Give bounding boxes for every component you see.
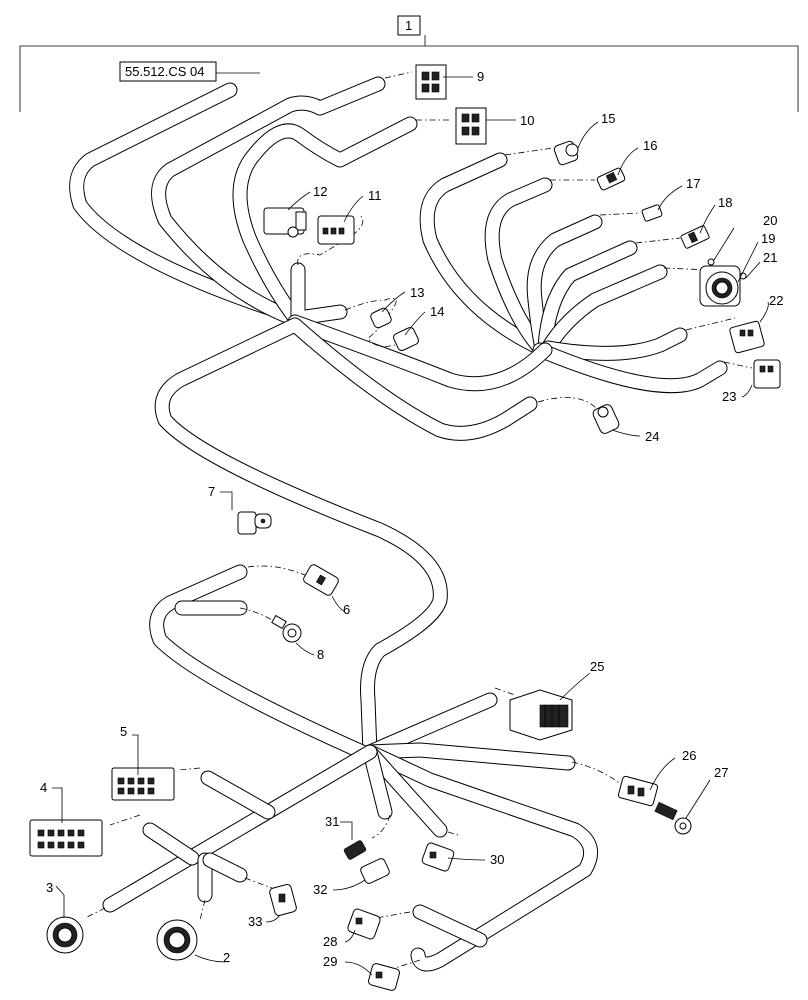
callout-16: 16 <box>643 138 657 153</box>
callout-12: 12 <box>313 184 327 199</box>
connector-13 <box>370 307 392 329</box>
leader-lines <box>52 76 769 976</box>
callout-18: 18 <box>718 195 732 210</box>
connector-3 <box>46 916 84 954</box>
callout-33: 33 <box>248 914 262 929</box>
connector-11 <box>317 215 355 245</box>
connector-30 <box>421 842 455 872</box>
connector-18 <box>680 225 710 249</box>
terminal-27 <box>654 801 692 835</box>
connector-9 <box>415 64 447 100</box>
connector-16 <box>596 167 626 191</box>
connector-2 <box>156 919 198 961</box>
connector-14 <box>393 327 419 351</box>
callout-8: 8 <box>317 647 324 662</box>
reference-label: 55.512.CS 04 <box>125 64 205 79</box>
callout-27: 27 <box>714 765 728 780</box>
assembly-bracket: 1 <box>19 15 799 112</box>
callout-25: 25 <box>590 659 604 674</box>
callout-28: 28 <box>323 934 337 949</box>
connection-lines <box>84 71 753 969</box>
connector-6 <box>303 564 339 596</box>
callout-21: 21 <box>763 250 777 265</box>
callout-6: 6 <box>343 602 350 617</box>
callout-9: 9 <box>477 69 484 84</box>
connector-22 <box>729 320 765 354</box>
connector-28 <box>347 908 381 940</box>
callout-31: 31 <box>325 814 339 829</box>
callout-3: 3 <box>46 880 53 895</box>
connector-17 <box>641 204 663 222</box>
harness-tubes <box>69 76 728 972</box>
callout-4: 4 <box>40 780 47 795</box>
connector-23 <box>753 359 781 389</box>
callout-17: 17 <box>686 176 700 191</box>
callout-14: 14 <box>430 304 444 319</box>
callout-1: 1 <box>405 18 412 33</box>
callout-26: 26 <box>682 748 696 763</box>
callout-20: 20 <box>763 213 777 228</box>
callout-23: 23 <box>722 389 736 404</box>
connector-4 <box>29 819 103 857</box>
connector-5 <box>111 767 175 801</box>
connectors <box>29 64 781 991</box>
callout-5: 5 <box>120 724 127 739</box>
connector-32 <box>360 858 390 884</box>
connector-33 <box>269 884 297 916</box>
bracket-7 <box>237 511 272 535</box>
callout-13: 13 <box>410 285 424 300</box>
callout-10: 10 <box>520 113 534 128</box>
callout-7: 7 <box>208 484 215 499</box>
callout-11: 11 <box>368 188 382 203</box>
connector-29 <box>368 963 400 991</box>
reference-box: 55.512.CS 04 <box>119 61 260 82</box>
callout-30: 30 <box>490 852 504 867</box>
callout-15: 15 <box>601 111 615 126</box>
connector-31 <box>343 840 367 860</box>
connector-26 <box>617 775 659 807</box>
callout-19: 19 <box>761 231 775 246</box>
connector-19 <box>699 265 741 307</box>
connector-15 <box>553 140 579 166</box>
ring-terminal-8 <box>271 614 302 643</box>
callout-labels: 2 3 4 5 6 7 8 9 10 11 12 13 14 15 16 17 … <box>40 69 783 969</box>
connector-24 <box>592 404 620 434</box>
connector-12 <box>263 207 307 238</box>
callout-24: 24 <box>645 429 659 444</box>
connector-25 <box>509 689 573 741</box>
connector-10 <box>455 107 487 145</box>
callout-2: 2 <box>223 950 230 965</box>
callout-29: 29 <box>323 954 337 969</box>
callout-32: 32 <box>313 882 327 897</box>
screw-20 <box>707 258 715 266</box>
callout-22: 22 <box>769 293 783 308</box>
